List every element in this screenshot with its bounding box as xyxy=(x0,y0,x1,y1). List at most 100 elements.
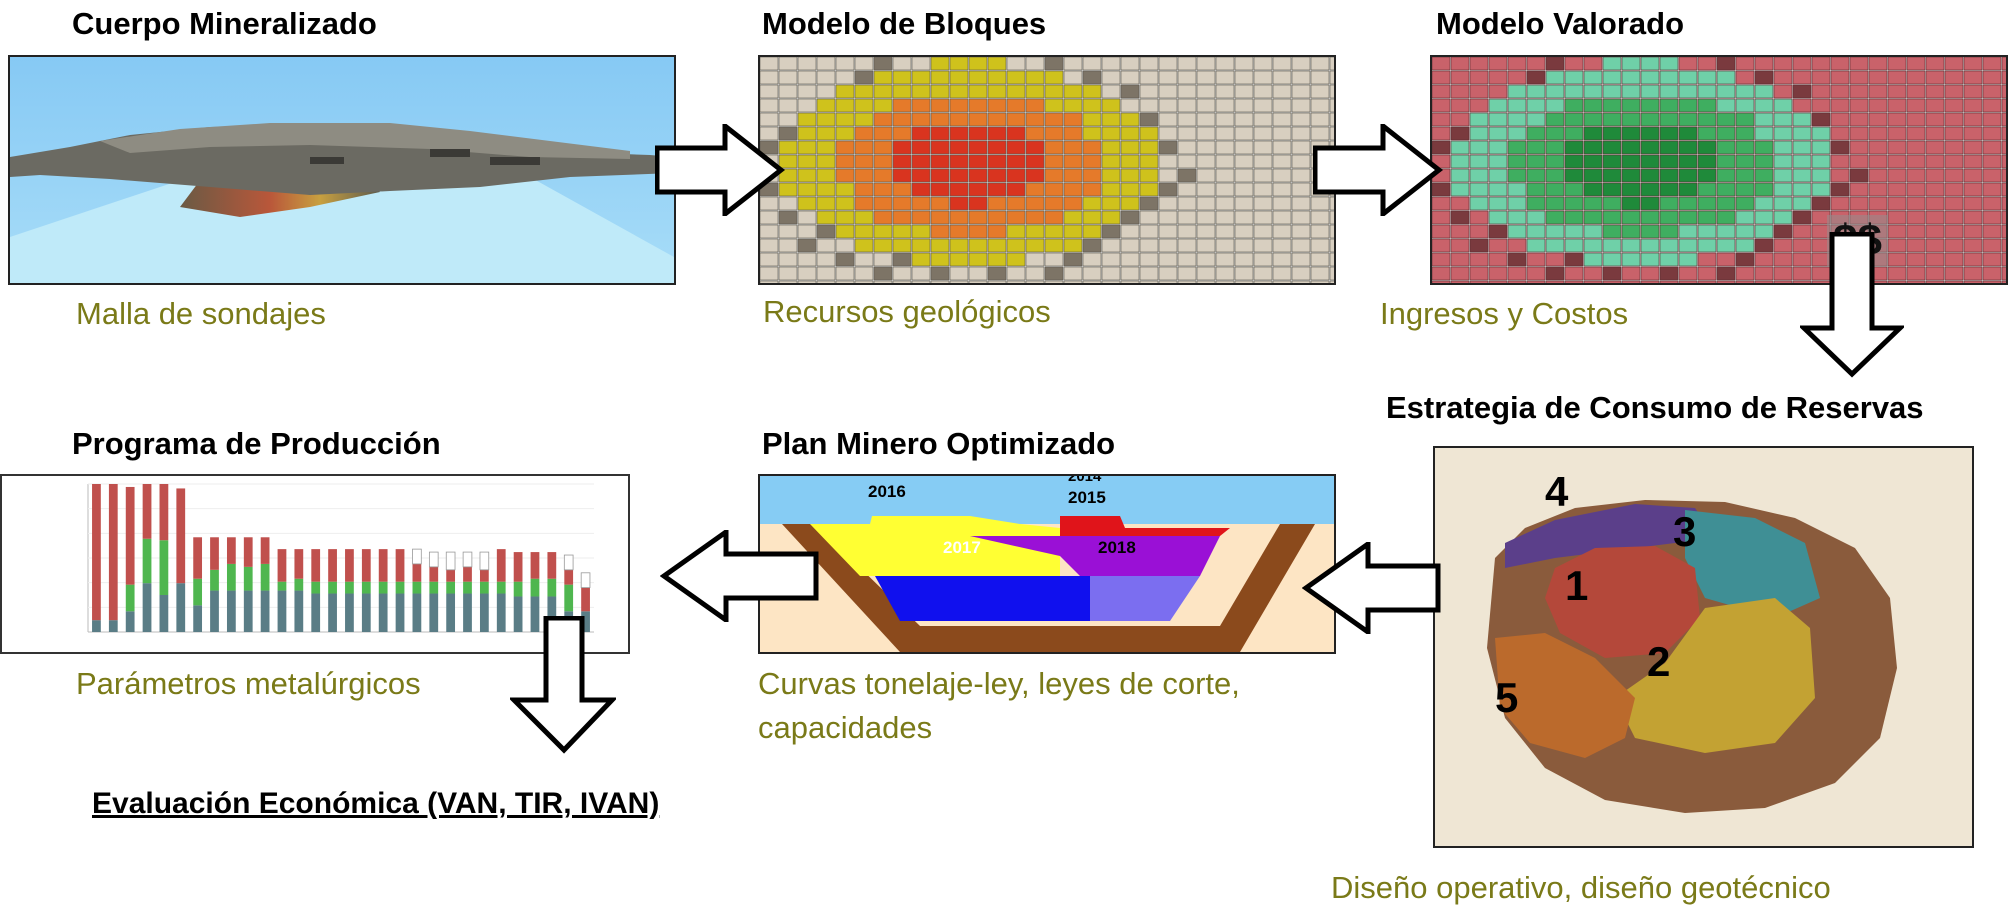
chart-bar-bottom-17 xyxy=(361,593,371,632)
chart-bar-bottom-26 xyxy=(513,596,523,632)
chart-bar-top-30 xyxy=(581,587,590,612)
chart-bar-middle-26 xyxy=(513,581,523,597)
chart-bar-top-3 xyxy=(125,486,135,585)
arrow-left-2-icon xyxy=(660,530,819,622)
chart-bar-bottom-18 xyxy=(378,593,388,632)
chart-bar-middle-13 xyxy=(294,578,304,591)
chart-bar-middle-19 xyxy=(395,581,405,594)
chart-bar-middle-15 xyxy=(328,581,337,594)
chart-bar-top-11 xyxy=(260,537,270,564)
image-estrategia-consumo: 4 3 1 2 5 xyxy=(1433,446,1974,848)
chart-bar-bottom-15 xyxy=(328,593,337,632)
chart-bar-bottom-30 xyxy=(581,611,590,632)
chart-bar-bottom-22 xyxy=(446,593,456,632)
chart-bar-middle-27 xyxy=(530,578,540,597)
image-cuerpo-mineralizado xyxy=(8,55,676,285)
chart-bar-bottom-25 xyxy=(496,593,506,632)
chart-bar-empty-21 xyxy=(428,551,439,568)
title-estrategia: Estrategia de Consumo de Reservas xyxy=(1386,390,1924,425)
chart-bar-bottom-3 xyxy=(125,611,135,632)
chart-bar-top-27 xyxy=(530,552,540,579)
title-modelo-bloques: Modelo de Bloques xyxy=(762,6,1047,41)
chart-bar-bottom-23 xyxy=(463,593,472,632)
chart-bar-bottom-12 xyxy=(277,590,287,632)
chart-bar-top-21 xyxy=(429,566,439,582)
phase-label-4: 4 xyxy=(1545,468,1569,515)
chart-bar-middle-24 xyxy=(479,581,489,594)
chart-bar-bottom-11 xyxy=(260,590,270,632)
chart-bar-bottom-9 xyxy=(226,590,236,632)
phase-label-3: 3 xyxy=(1673,508,1697,555)
caption-diseno: Diseño operativo, diseño geotécnico xyxy=(1331,870,1831,905)
chart-bar-bottom-14 xyxy=(311,593,321,632)
plan-year-2016: 2016 xyxy=(868,482,906,501)
chart-bar-bottom-2 xyxy=(108,620,118,632)
chart-bar-empty-30 xyxy=(580,572,591,589)
chart-bar-top-10 xyxy=(243,537,253,567)
chart-bar-top-1 xyxy=(92,484,101,621)
title-modelo-valorado: Modelo Valorado xyxy=(1436,6,1685,41)
chart-bar-top-28 xyxy=(547,552,557,579)
chart-bar-top-17 xyxy=(361,549,371,582)
chart-bar-empty-29 xyxy=(563,554,574,571)
image-plan-minero: 2016 2014 2015 2017 2018 xyxy=(758,474,1336,654)
caption-recursos-geologicos: Recursos geológicos xyxy=(763,294,1051,329)
production-chart xyxy=(0,474,630,654)
chart-bar-top-19 xyxy=(395,549,405,582)
chart-bar-bottom-13 xyxy=(294,590,304,632)
phase-label-5: 5 xyxy=(1495,674,1519,721)
chart-bar-top-18 xyxy=(378,549,388,582)
chart-bar-bottom-24 xyxy=(479,593,489,632)
caption-malla-sondajes: Malla de sondajes xyxy=(76,296,326,331)
arrow-right-2-icon xyxy=(1313,124,1443,216)
chart-bar-middle-21 xyxy=(429,581,439,594)
arrow-left-1-icon xyxy=(1302,542,1441,634)
chart-bar-bottom-8 xyxy=(210,590,219,632)
plan-year-2014: 2014 xyxy=(1068,474,1102,485)
chart-bar-top-25 xyxy=(496,549,506,582)
chart-bar-middle-20 xyxy=(412,581,422,594)
phase-label-1: 1 xyxy=(1565,562,1589,609)
phase-label-2: 2 xyxy=(1647,638,1671,685)
chart-bar-middle-28 xyxy=(547,578,557,597)
final-evaluacion-economica: Evaluación Económica (VAN, TIR, IVAN) xyxy=(92,787,660,820)
chart-bar-middle-23 xyxy=(463,581,472,594)
chart-bar-top-7 xyxy=(193,537,203,579)
chart-bar-bottom-7 xyxy=(193,605,203,632)
chart-bar-middle-18 xyxy=(378,581,388,594)
chart-bar-middle-11 xyxy=(260,563,270,591)
chart-bar-middle-8 xyxy=(210,569,219,591)
caption-curvas-1: Curvas tonelaje-ley, leyes de corte, xyxy=(758,666,1240,701)
chart-bar-top-9 xyxy=(226,537,236,564)
arrow-down-1-icon xyxy=(1800,232,1904,378)
chart-bar-top-29 xyxy=(564,569,574,585)
chart-bar-top-16 xyxy=(345,549,354,582)
chart-bar-top-8 xyxy=(210,537,219,570)
chart-bar-empty-20 xyxy=(412,548,422,565)
arrow-right-1-icon xyxy=(655,124,785,216)
chart-bar-bottom-4 xyxy=(142,583,152,632)
chart-bar-top-2 xyxy=(108,484,118,621)
chart-bar-top-5 xyxy=(159,484,169,541)
chart-bar-bottom-16 xyxy=(345,593,354,632)
title-plan-minero: Plan Minero Optimizado xyxy=(762,426,1116,461)
chart-bar-empty-22 xyxy=(445,551,456,571)
chart-bar-middle-16 xyxy=(345,581,354,594)
chart-bar-bottom-27 xyxy=(530,596,540,632)
chart-bar-bottom-6 xyxy=(176,583,186,632)
chart-bar-empty-23 xyxy=(462,551,473,568)
caption-curvas-2: capacidades xyxy=(758,710,933,745)
chart-bar-top-13 xyxy=(294,549,304,579)
chart-bar-top-6 xyxy=(176,488,186,584)
chart-bar-top-23 xyxy=(463,566,472,582)
chart-bar-bottom-20 xyxy=(412,593,422,632)
title-cuerpo-mineralizado: Cuerpo Mineralizado xyxy=(72,6,377,41)
chart-bar-top-14 xyxy=(311,549,321,582)
plan-year-2018: 2018 xyxy=(1098,538,1136,557)
chart-bar-bottom-10 xyxy=(243,590,253,632)
title-programa-produccion: Programa de Producción xyxy=(72,426,441,461)
chart-bar-top-12 xyxy=(277,549,287,582)
chart-bar-middle-29 xyxy=(564,584,574,612)
chart-bar-bottom-1 xyxy=(92,620,101,632)
chart-bar-bottom-21 xyxy=(429,593,439,632)
